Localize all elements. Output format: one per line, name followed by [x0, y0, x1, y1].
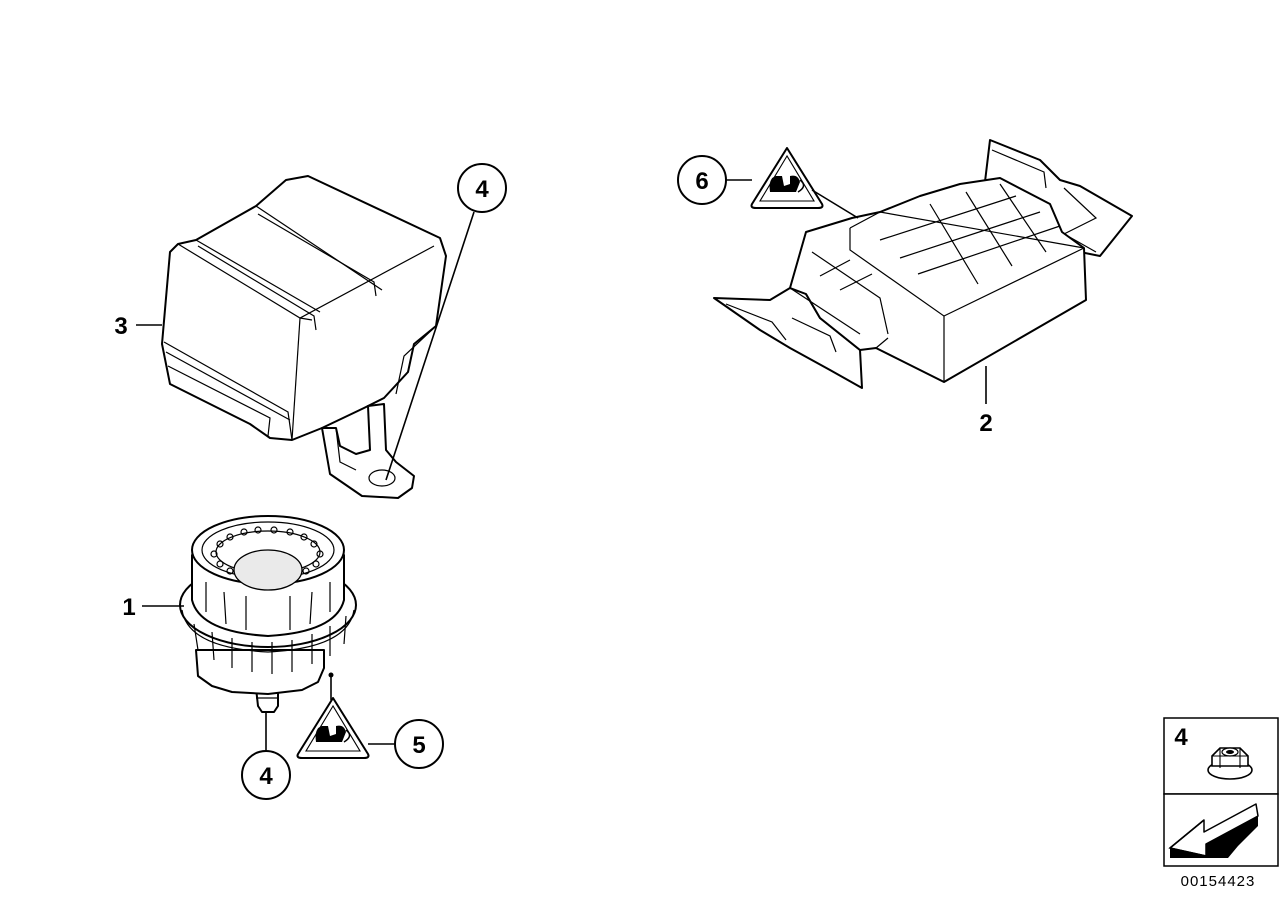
part-2-module-tray[interactable] — [713, 139, 1133, 389]
callout-5[interactable]: 5 — [394, 719, 444, 769]
esd-hand-icon — [769, 175, 805, 193]
esd-hand-icon — [315, 725, 351, 743]
callout-4-bottom[interactable]: 4 — [241, 750, 291, 800]
part-3-siren-housing[interactable] — [161, 175, 447, 499]
svg-text:4: 4 — [475, 176, 489, 203]
warning-triangle-6 — [750, 147, 824, 209]
legend-nut-label: 4 — [1174, 724, 1188, 751]
svg-text:4: 4 — [259, 763, 273, 790]
flange-nut-icon — [1207, 747, 1253, 780]
svg-text:6: 6 — [695, 168, 708, 195]
legend-box: 4 — [1163, 717, 1279, 867]
callout-4-top[interactable]: 4 — [457, 163, 507, 213]
callout-2[interactable]: 2 — [979, 410, 992, 437]
direction-arrow-icon — [1168, 803, 1259, 858]
callout-3[interactable]: 3 — [114, 313, 127, 340]
warning-triangle-5 — [296, 697, 370, 759]
callout-6[interactable]: 6 — [677, 155, 727, 205]
svg-text:1: 1 — [122, 594, 135, 621]
svg-text:3: 3 — [114, 313, 127, 340]
svg-text:2: 2 — [979, 410, 992, 437]
leader-lines — [136, 179, 987, 752]
diagram-id: 00154423 — [1181, 873, 1256, 890]
part-1-siren[interactable] — [179, 515, 357, 713]
callout-1[interactable]: 1 — [122, 594, 135, 621]
svg-text:5: 5 — [412, 732, 425, 759]
